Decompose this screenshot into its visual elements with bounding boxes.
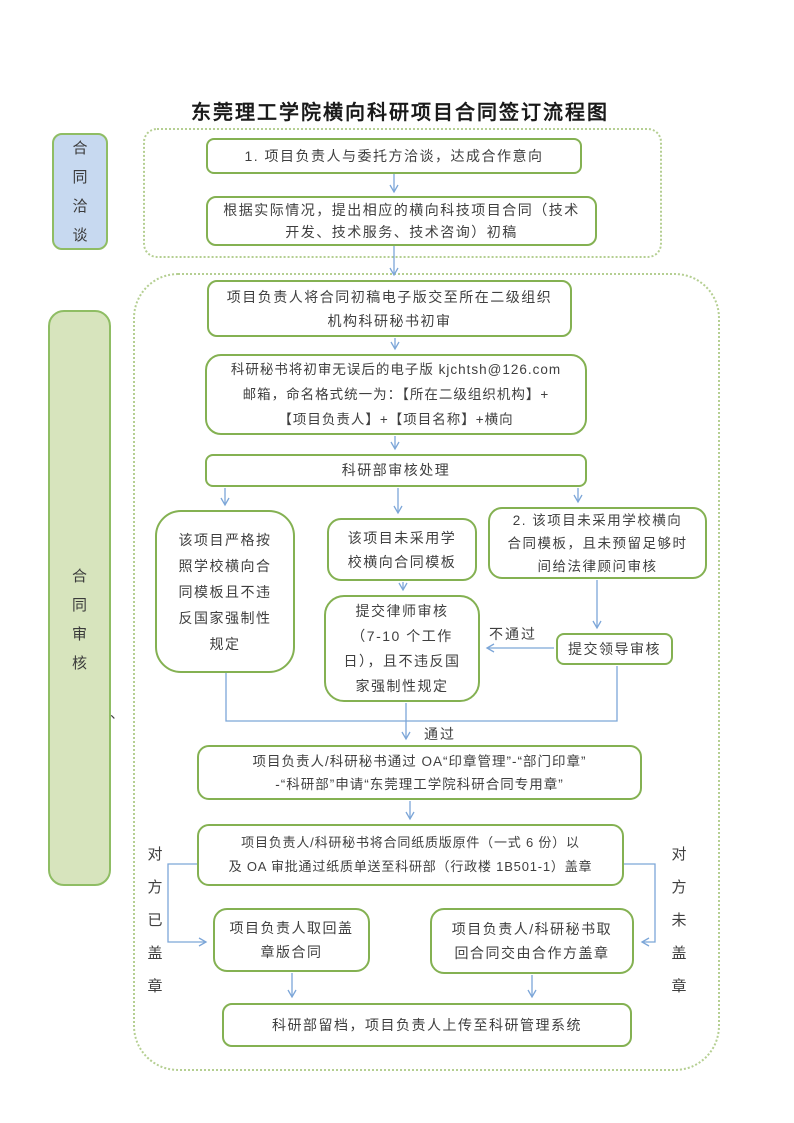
edge-label-partner-not-sealed: 对方未盖章 <box>671 846 687 995</box>
flow-step-paper-submit: 项目负责人/科研秘书将合同纸质版原件（一式 6 份）以 及 OA 审批通过纸质单… <box>197 824 624 886</box>
flow-branch-no-time: 2. 该项目未采用学校横向 合同模板，且未预留足够时 间给法律顾问审核 <box>488 507 707 579</box>
sidebar-phase-negotiation-label: 合同洽谈 <box>72 139 88 244</box>
flow-branch-strict-template: 该项目严格按 照学校横向合 同模板且不违 反国家强制性 规定 <box>155 510 295 673</box>
flow-step-draft: 根据实际情况，提出相应的横向科技项目合同（技术 开发、技术服务、技术咨询）初稿 <box>206 196 597 246</box>
sidebar-phase-review-label: 合同审核 <box>71 568 87 672</box>
flow-step-seal-apply: 项目负责人/科研秘书通过 OA“印章管理”-“部门印章” -“科研部”申请“东莞… <box>197 745 642 800</box>
flow-step-lawyer-review: 提交律师审核 （7-10 个工作 日），且不违反国 家强制性规定 <box>324 595 480 702</box>
stray-mark: 、 <box>110 705 124 721</box>
flow-step-email-naming: 科研秘书将初审无误后的电子版 kjchtsh@126.com 邮箱，命名格式统一… <box>205 354 587 435</box>
edge-label-fail: 不通过 <box>489 626 537 642</box>
flow-step-retrieve-partner: 项目负责人/科研秘书取 回合同交由合作方盖章 <box>430 908 634 974</box>
flow-step-submit-secretary: 项目负责人将合同初稿电子版交至所在二级组织 机构科研秘书初审 <box>207 280 572 337</box>
phase-container-negotiation <box>143 128 662 258</box>
page-title: 东莞理工学院横向科研项目合同签订流程图 <box>191 102 609 124</box>
sidebar-phase-review: 合同审核 <box>48 310 111 886</box>
flow-step-archive: 科研部留档，项目负责人上传至科研管理系统 <box>222 1003 632 1047</box>
flow-step-leader-review: 提交领导审核 <box>556 633 673 665</box>
edge-label-partner-sealed: 对方已盖章 <box>147 846 163 995</box>
phase-container-review <box>133 273 720 1071</box>
flow-step-retrieve-sealed: 项目负责人取回盖 章版合同 <box>213 908 370 972</box>
flow-branch-no-template: 该项目未采用学 校横向合同模板 <box>327 518 477 581</box>
flow-step-negotiate: 1. 项目负责人与委托方洽谈，达成合作意向 <box>206 138 582 174</box>
edge-label-pass: 通过 <box>424 726 456 742</box>
sidebar-phase-negotiation: 合同洽谈 <box>52 133 108 250</box>
flow-step-dept-review: 科研部审核处理 <box>205 454 587 487</box>
